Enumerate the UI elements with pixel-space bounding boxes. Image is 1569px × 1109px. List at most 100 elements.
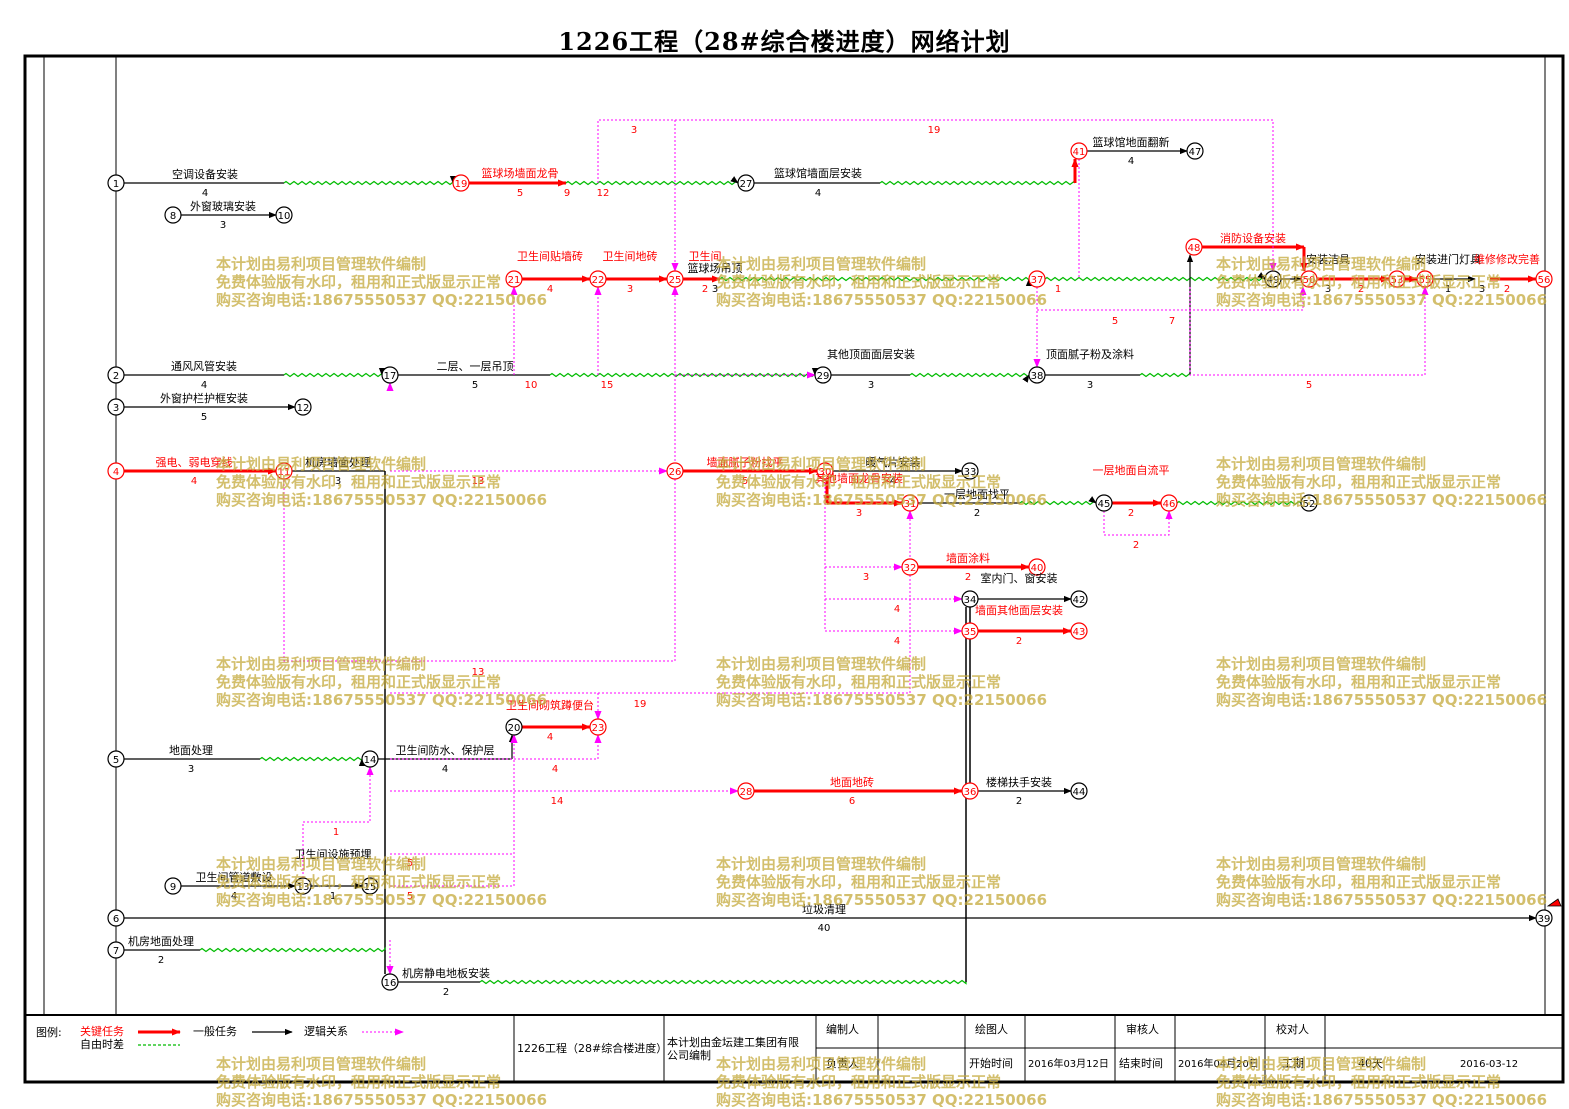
- free-float-line: [565, 176, 739, 186]
- task-duration: 4: [442, 764, 448, 775]
- network-node: [737, 174, 755, 192]
- row-node: [107, 366, 125, 384]
- task-label: 维修修改完善: [1474, 252, 1540, 266]
- task-label: 卫生间地砖: [603, 249, 658, 263]
- logic-relation: [283, 286, 679, 662]
- free-float-line: [1176, 500, 1302, 506]
- network-node-number: 25: [669, 275, 682, 286]
- task-label: 篮球馆墙面层安装: [774, 166, 862, 180]
- task-duration: 3: [220, 220, 226, 231]
- task-duration: 2: [974, 508, 980, 519]
- task-duration: 2: [1128, 508, 1134, 519]
- network-node-number: 39: [1538, 914, 1551, 925]
- footer-start-value: 2016年03月12日: [1028, 1057, 1109, 1070]
- network-node: [1535, 909, 1553, 927]
- network-node: [1300, 270, 1318, 288]
- row-node: [107, 174, 125, 192]
- footer-project: 1226工程（28#综合楼进度）: [517, 1041, 667, 1055]
- task-label: 篮球场墙面龙骨: [482, 166, 559, 180]
- row-node: [164, 877, 182, 895]
- network-node: [275, 462, 293, 480]
- row-node: [164, 206, 182, 224]
- network-node: [901, 558, 919, 576]
- network-node: [961, 462, 979, 480]
- task-label: 机房静电地板安装: [402, 966, 490, 980]
- lag-label: 13: [472, 667, 485, 678]
- footer-date-value: 2016-03-12: [1460, 1059, 1518, 1070]
- network-node-number: 34: [964, 595, 977, 606]
- network-node-number: 55: [1419, 275, 1432, 286]
- network-node-number: 22: [592, 275, 605, 286]
- logic-relation: [597, 119, 1277, 272]
- row-node-number: 4: [113, 467, 119, 478]
- task-duration: 2: [1504, 284, 1510, 295]
- lag-label: 12: [597, 188, 610, 199]
- lag-label: 10: [525, 380, 538, 391]
- logic-relation: [302, 766, 374, 878]
- task-label: 二层、一层吊顶: [437, 360, 514, 373]
- footer-duration-value: 40天: [1358, 1057, 1383, 1070]
- network-node-number: 19: [455, 179, 468, 190]
- task-label: 墙面腻子粉找平: [707, 455, 784, 469]
- footer-owner-label: 负责人: [826, 1056, 859, 1070]
- task-label: 外窗护栏护框安装: [160, 391, 248, 405]
- network-node-number: 53: [1391, 275, 1404, 286]
- lag-label: 2: [1358, 284, 1364, 295]
- task-duration: 4: [202, 188, 208, 199]
- network-node: [1416, 270, 1434, 288]
- row-node: [107, 909, 125, 927]
- network-node-number: 17: [384, 371, 397, 382]
- page-title: 1226工程（28#综合楼进度）网络计划: [558, 27, 1011, 56]
- network-node: [737, 782, 755, 800]
- legend-normal: 一般任务: [193, 1025, 237, 1038]
- free-float-line: [719, 276, 1033, 287]
- lag-label: 1: [1055, 284, 1061, 295]
- task-label: 一层地面找平: [944, 487, 1010, 501]
- task-duration: 5: [517, 188, 523, 199]
- task-label: 地面处理: [169, 744, 213, 757]
- task-label: 机房地面处理: [128, 934, 194, 948]
- logic-relation: [1103, 510, 1173, 536]
- task-duration: 4: [547, 732, 553, 743]
- task-duration: 2: [1016, 636, 1022, 647]
- network-node-number: 32: [904, 563, 917, 574]
- task-label: 机房墙面处理: [305, 455, 371, 469]
- network-node: [1388, 270, 1406, 288]
- task-label: 通风风管安装: [171, 359, 237, 373]
- footer-end-label: 结束时间: [1119, 1057, 1163, 1070]
- task-label: 垃圾清理: [802, 902, 846, 916]
- task-duration: 3: [627, 284, 633, 295]
- task-label: 消防设备安装: [1220, 231, 1286, 245]
- network-node: [381, 366, 399, 384]
- task-duration: 2: [702, 284, 708, 295]
- task-label: 安装洁具: [1306, 252, 1350, 266]
- lag-label: 3: [863, 572, 869, 583]
- network-node-number: 26: [669, 467, 682, 478]
- network-node-number: 30: [819, 467, 832, 478]
- network-node-number: 15: [364, 882, 377, 893]
- network-node: [666, 270, 684, 288]
- network-node-number: 48: [1188, 243, 1201, 254]
- network-node-number: 43: [1073, 627, 1086, 638]
- task-duration: 2: [965, 572, 971, 583]
- footer-company-2: 公司编制: [667, 1048, 711, 1062]
- network-node-number: 50: [1303, 275, 1316, 286]
- task-label: 篮球场吊顶: [688, 261, 743, 275]
- lag-label: 5: [407, 891, 413, 902]
- lag-label: 7: [1169, 316, 1175, 327]
- task-duration: 6: [849, 796, 855, 807]
- task-label: 室内门、窗安装: [981, 571, 1058, 585]
- network-node-number: 11: [278, 467, 291, 478]
- network-node: [589, 270, 607, 288]
- network-node-number: 38: [1031, 371, 1044, 382]
- footer-compiler-label: 编制人: [826, 1022, 859, 1036]
- lag-label: 5: [407, 858, 413, 869]
- network-node-number: 41: [1073, 147, 1086, 158]
- free-float-line: [479, 979, 967, 985]
- network-node-number: 14: [364, 755, 377, 766]
- row-node-number: 1: [113, 179, 119, 190]
- task-label: 卫生间: [689, 249, 722, 263]
- network-node-number: 56: [1538, 275, 1551, 286]
- network-node: [1095, 494, 1113, 512]
- task-label: 一层地面自流平: [1093, 463, 1170, 477]
